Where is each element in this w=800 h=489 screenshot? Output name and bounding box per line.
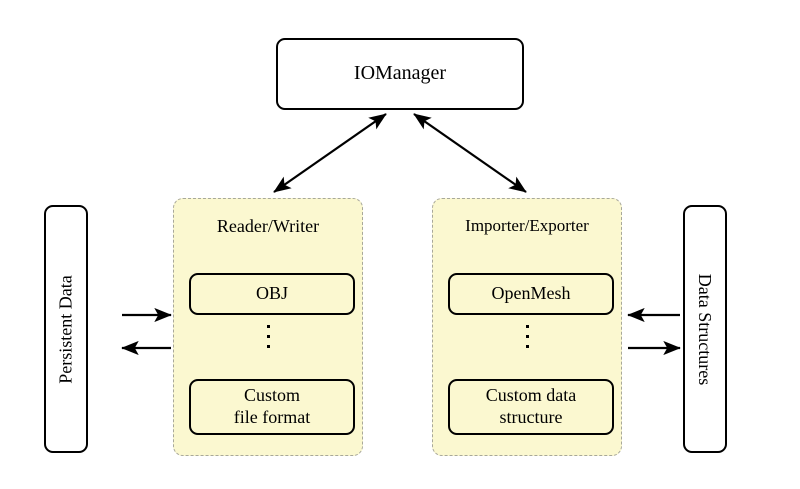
openmesh-label: OpenMesh bbox=[491, 283, 571, 304]
arrow-manager-importer bbox=[413, 113, 527, 193]
openmesh-node[interactable]: OpenMesh bbox=[448, 273, 614, 315]
custom-data-structure-node[interactable]: Custom data structure bbox=[448, 379, 614, 435]
importer-exporter-ellipsis-icon bbox=[433, 325, 621, 348]
iomanager-node[interactable]: IOManager bbox=[276, 38, 524, 110]
data-structures-label: Data Structures bbox=[695, 273, 716, 385]
reader-writer-group[interactable]: Reader/Writer OBJ Custom file format bbox=[173, 198, 363, 456]
obj-label: OBJ bbox=[255, 283, 288, 304]
importer-exporter-title: Importer/Exporter bbox=[465, 216, 589, 235]
custom-file-format-label-line2: file format bbox=[233, 407, 311, 427]
custom-file-format-label-line1: Custom bbox=[243, 385, 300, 406]
importer-exporter-group[interactable]: Importer/Exporter OpenMesh Custom data s… bbox=[432, 198, 622, 456]
reader-writer-ellipsis-icon bbox=[174, 325, 362, 348]
custom-file-format-node[interactable]: Custom file format bbox=[189, 379, 355, 435]
iomanager-label: IOManager bbox=[353, 62, 447, 85]
persistent-data-node[interactable]: Persistent Data bbox=[44, 205, 88, 453]
reader-writer-title: Reader/Writer bbox=[216, 216, 320, 236]
arrow-manager-reader bbox=[273, 113, 387, 193]
custom-data-structure-label-line2: structure bbox=[499, 407, 563, 427]
persistent-data-label: Persistent Data bbox=[55, 274, 76, 384]
obj-node[interactable]: OBJ bbox=[189, 273, 355, 315]
custom-data-structure-label-line1: Custom data bbox=[485, 385, 577, 406]
data-structures-node[interactable]: Data Structures bbox=[683, 205, 727, 453]
